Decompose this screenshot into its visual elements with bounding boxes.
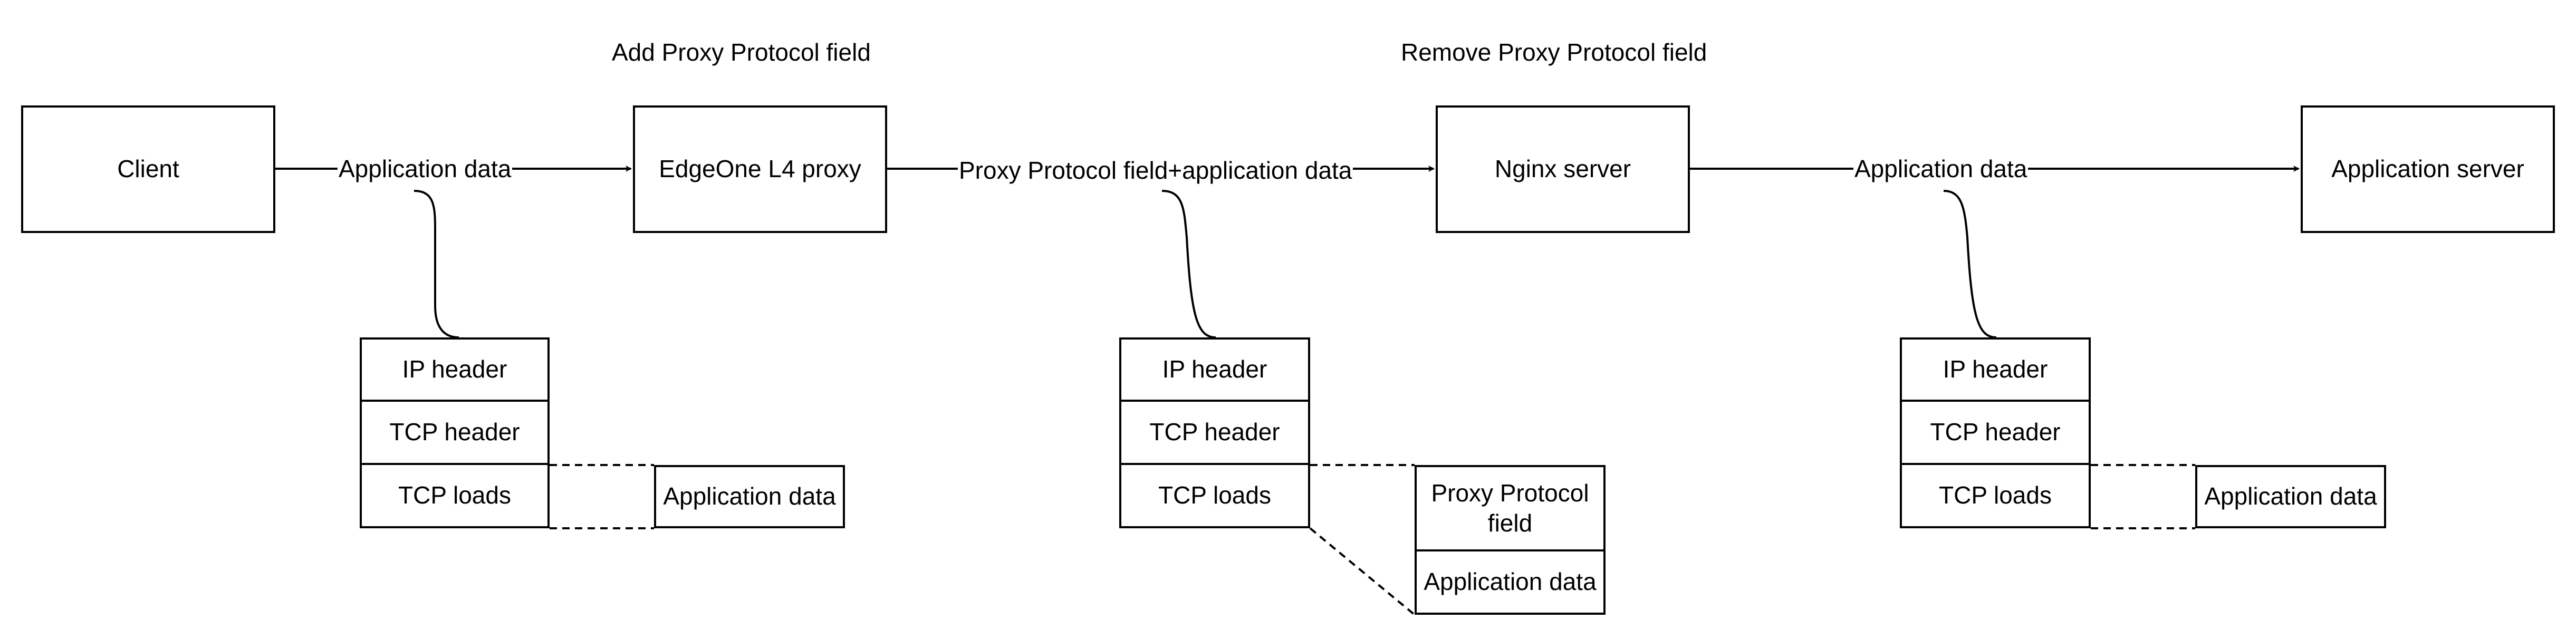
edge-label-edgeone-to-nginx: Proxy Protocol field+application data [958,157,1353,184]
packet-1-tcp-loads: TCP loads [360,463,550,528]
node-nginx: Nginx server [1436,105,1690,233]
node-app-server: Application server [2301,105,2555,233]
packet-2-tcp-header: TCP header [1119,400,1310,465]
packet-3-tcp-header: TCP header [1900,400,2091,465]
packet-1-payload-application-data: Application data [654,465,845,528]
title-remove-proxy: Remove Proxy Protocol field [1401,38,1707,66]
packet-2-tcp-loads: TCP loads [1119,463,1310,528]
node-client-label: Client [117,155,179,183]
title-add-proxy: Add Proxy Protocol field [612,38,871,66]
packet-1-tcp-header: TCP header [360,400,550,465]
packet-2-payload-proxy-protocol-field: Proxy Protocol field [1415,465,1606,551]
node-app-server-label: Application server [2331,155,2524,183]
edge-label-client-to-edgeone: Application data [338,155,513,182]
callout-curve-2 [1161,190,1216,338]
node-edgeone: EdgeOne L4 proxy [633,105,887,233]
packet-3-payload-application-data: Application data [2195,465,2386,528]
node-edgeone-label: EdgeOne L4 proxy [659,155,861,183]
packet-2-payload-application-data: Application data [1415,549,1606,615]
callout-curve-3 [1943,190,1997,338]
packet-3-ip-header: IP header [1900,337,2091,402]
node-client: Client [21,105,275,233]
packet-3-tcp-loads: TCP loads [1900,463,2091,528]
packet-1-ip-header: IP header [360,337,550,402]
dash-2-bottom [1309,527,1416,616]
node-nginx-label: Nginx server [1494,155,1631,183]
edge-label-nginx-to-app: Application data [1853,155,2029,182]
callout-curve-1 [414,190,459,338]
packet-2-ip-header: IP header [1119,337,1310,402]
